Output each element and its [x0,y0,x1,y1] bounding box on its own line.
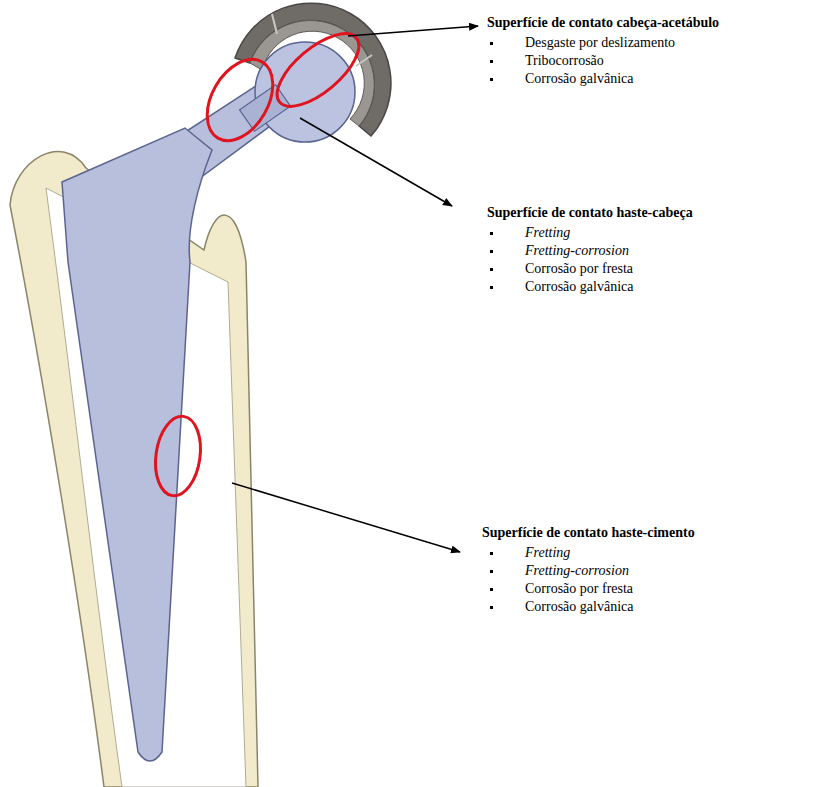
callout-heading: Superfície de contato haste-cabeça [487,204,693,221]
contact-zone [151,413,206,498]
leader-arrow [232,483,460,552]
trunnion [240,85,291,132]
bullet-square [490,60,493,63]
bullet-square [490,42,493,45]
bullet-square [490,268,493,271]
bullet-square [490,552,493,555]
contact-zone [194,48,286,152]
bullet-square [490,250,493,253]
failure-mode-item: Tribocorrosão [525,52,604,69]
failure-mode-item: Fretting-corrosion [525,562,629,579]
failure-mode-item: Corrosão galvânica [525,70,633,87]
bullet-square [490,570,493,573]
leader-arrow [300,118,452,206]
bullet-square [490,78,493,81]
callout-heading: Superfície de contato haste-cimento [482,524,695,541]
bullet-square [490,286,493,289]
failure-mode-item: Corrosão por fresta [525,580,633,597]
leader-arrow [348,26,478,36]
bullet-square [490,232,493,235]
femoral-stem [62,128,212,761]
failure-mode-item: Fretting [525,224,570,241]
failure-mode-item: Corrosão por fresta [525,260,633,277]
failure-mode-item: Corrosão galvânica [525,278,633,295]
failure-mode-item: Fretting-corrosion [525,242,629,259]
failure-mode-item: Desgaste por deslizamento [525,34,675,51]
failure-mode-item: Corrosão galvânica [525,598,633,615]
bullet-square [490,606,493,609]
bullet-square [490,588,493,591]
failure-mode-item: Fretting [525,544,570,561]
callout-heading: Superfície de contato cabeça-acetábulo [487,14,719,31]
